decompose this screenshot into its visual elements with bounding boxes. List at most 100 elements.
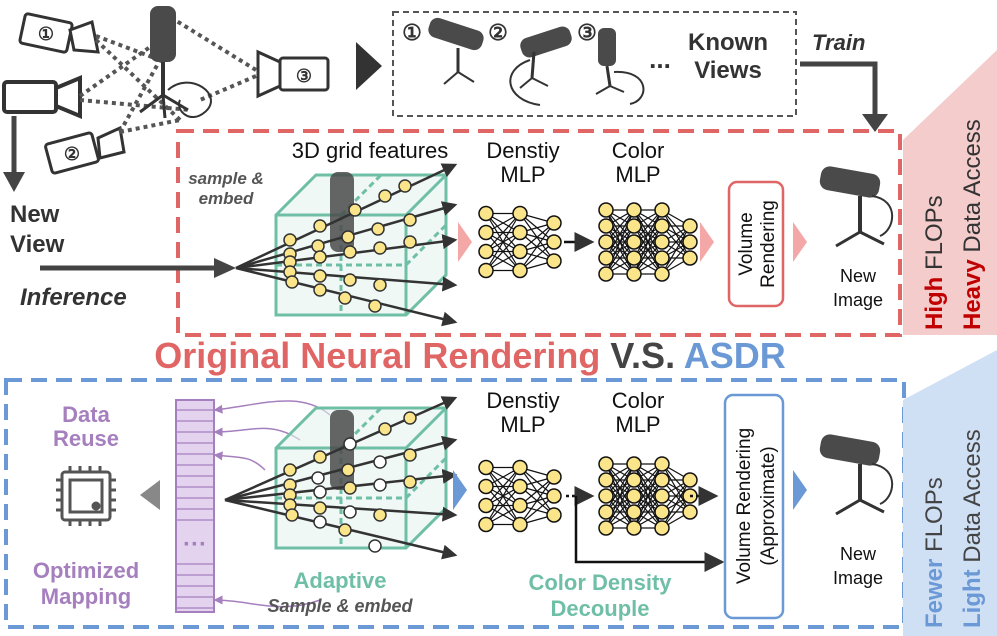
optimized-mapping-label-1: Optimized	[33, 558, 139, 583]
asdr-color-mlp-neuron	[626, 472, 642, 488]
train-arrow-line	[800, 61, 878, 118]
red-arrow-3	[793, 222, 807, 262]
asdr-sample-point	[343, 481, 357, 495]
asdr-skipped-point	[313, 515, 327, 529]
blue-arrow-1	[453, 470, 467, 510]
original-volume-label-1: Volume	[736, 212, 757, 275]
original-color-mlp-neuron	[654, 234, 670, 250]
original-color-mlp-neuron	[626, 266, 642, 282]
comparison-title: Original Neural Rendering V.S. ASDR	[154, 335, 786, 376]
original-sample-point	[313, 250, 327, 264]
original-sample-point	[348, 203, 362, 217]
asdr-sample-point	[403, 411, 417, 425]
original-sample-point	[373, 278, 387, 292]
asdr-density-mlp-edge	[519, 476, 555, 525]
new-view-label-1: New	[10, 201, 60, 228]
original-side-high: High	[921, 277, 948, 330]
asdr-skipped-point	[343, 437, 357, 451]
asdr-sample-point	[338, 523, 352, 537]
original-color-mlp-neuron	[626, 234, 642, 250]
asdr-color-mlp-neuron	[654, 488, 670, 504]
asdr-density-mlp-edge	[485, 467, 521, 506]
asdr-sample-point	[403, 448, 417, 462]
original-density-mlp-neuron	[478, 224, 494, 241]
original-new-image-label-1: New	[840, 266, 877, 286]
original-new-image-label-2: Image	[833, 290, 883, 310]
original-volume-label-2: Rendering	[758, 200, 779, 288]
asdr-color-mlp-edge	[605, 463, 635, 513]
original-sample-point	[343, 245, 357, 259]
original-color-mlp-edge	[633, 225, 663, 275]
new-view-label-2: View	[10, 231, 65, 258]
asdr-density-mlp-neuron	[478, 497, 494, 514]
camera-2-icon	[44, 125, 126, 175]
original-sample-point	[398, 179, 412, 193]
asdr-density-mlp-neuron	[546, 469, 562, 485]
memory-buffer-ellipsis: ···	[183, 531, 207, 558]
original-density-mlp-label-2: MLP	[500, 162, 545, 187]
title-original: Original Neural Rendering	[154, 335, 600, 376]
asdr-color-mlp-neuron	[626, 488, 642, 504]
known-view-3-number: ③	[577, 20, 597, 45]
original-density-mlp-neuron	[512, 205, 528, 222]
asdr-side-fewer: Fewer	[921, 559, 948, 628]
original-sample-point	[341, 230, 355, 244]
original-sample-point	[311, 239, 325, 253]
original-density-mlp	[478, 205, 562, 279]
title-vs: V.S.	[600, 335, 683, 376]
original-color-mlp-neuron	[654, 202, 670, 218]
camera-1-icon	[18, 12, 100, 54]
asdr-density-bypass-connector	[574, 496, 725, 572]
train-label: Train	[812, 30, 865, 55]
original-sample-point	[285, 275, 299, 289]
original-sample-point	[403, 235, 417, 249]
original-color-mlp-neuron	[626, 218, 642, 234]
asdr-density-mlp-neuron	[478, 516, 494, 533]
original-color-mlp-edge	[605, 225, 635, 275]
asdr-color-mlp-edge	[633, 463, 663, 513]
new-view-arrow-head	[3, 172, 25, 192]
original-sample-point	[368, 299, 382, 313]
microphone-icon	[139, 6, 212, 119]
red-arrow-2	[700, 222, 714, 262]
asdr-color-mlp-neuron	[682, 472, 698, 488]
optimized-mapping-label-2: Mapping	[41, 584, 131, 609]
original-sample-point	[313, 219, 327, 233]
asdr-side-data-access-text: Data Access	[959, 429, 986, 569]
asdr-skipped-point	[311, 471, 325, 485]
asdr-color-mlp-neuron	[598, 504, 614, 520]
asdr-density-mlp-neuron	[512, 497, 528, 514]
new-view-camera-icon	[2, 75, 82, 119]
known-view-3-image	[595, 28, 645, 105]
blue-arrow-2	[793, 470, 807, 510]
inference-arrow-head	[214, 258, 236, 278]
original-color-mlp-neuron	[682, 218, 698, 234]
original-new-image	[819, 166, 894, 248]
original-color-mlp-edge	[661, 225, 691, 275]
asdr-color-mlp-neuron	[654, 504, 670, 520]
asdr-color-mlp-edge	[633, 479, 663, 529]
data-reuse-label-1: Data	[62, 402, 110, 427]
asdr-color-mlp-neuron	[598, 456, 614, 472]
asdr-density-mlp-edge	[485, 467, 521, 525]
original-color-mlp-neuron	[654, 250, 670, 266]
camera-1-number: ①	[38, 24, 54, 44]
original-density-mlp-neuron	[478, 243, 494, 260]
original-volume-rendering-box	[727, 180, 785, 308]
asdr-density-mlp-neuron	[512, 516, 528, 533]
original-density-mlp-neuron	[478, 205, 494, 222]
inference-label: Inference	[20, 284, 127, 311]
camera-2-number: ②	[64, 144, 80, 164]
color-density-decouple-label-2: Decouple	[550, 596, 649, 621]
asdr-color-mlp-neuron	[598, 520, 614, 536]
asdr-side-block	[903, 350, 997, 636]
asdr-color-mlp-label-1: Color	[612, 388, 665, 413]
asdr-color-mlp-neuron	[626, 520, 642, 536]
original-color-mlp-edge	[605, 209, 635, 259]
color-density-decouple-label-1: Color Density	[528, 570, 672, 595]
asdr-color-mlp-edge	[661, 479, 691, 529]
original-sample-point	[403, 213, 417, 227]
asdr-sample-point	[373, 508, 387, 522]
asdr-new-image	[819, 434, 894, 516]
original-sample-point	[338, 291, 352, 305]
